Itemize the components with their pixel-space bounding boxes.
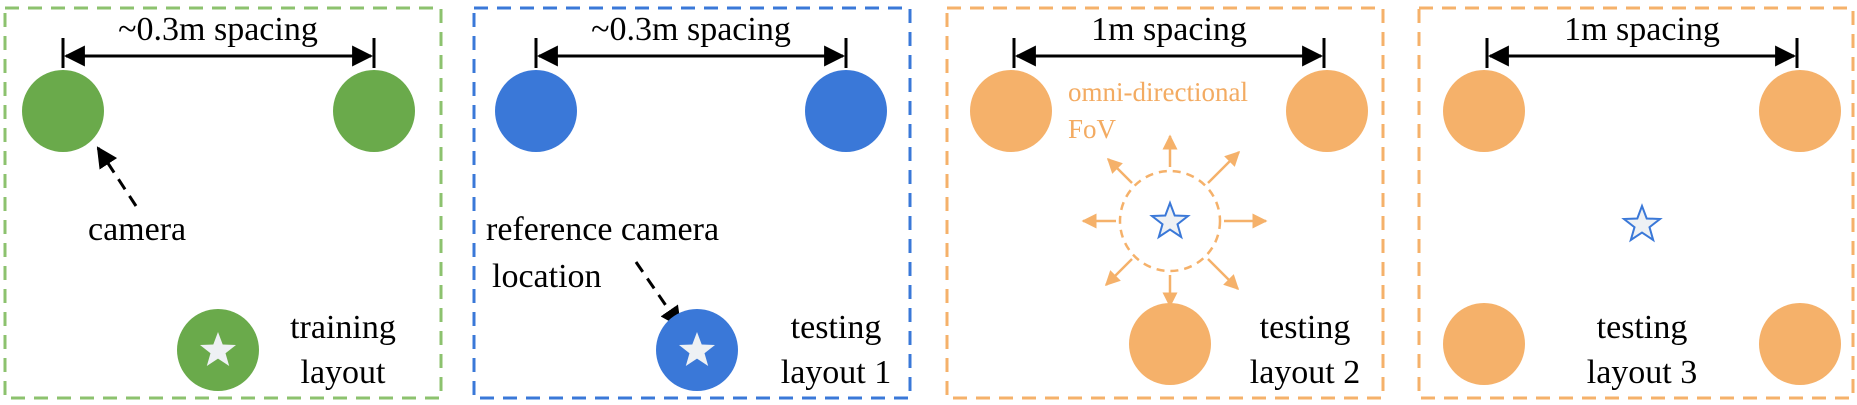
spacing-label: ~0.3m spacing xyxy=(591,11,791,48)
omni-fov-indicator xyxy=(1081,134,1268,308)
camera-label: camera xyxy=(88,211,186,248)
camera-bottom xyxy=(1129,303,1211,385)
reference-label-line2: location xyxy=(492,258,602,295)
star-icon xyxy=(1621,203,1663,243)
layout-label-line1: testing xyxy=(791,309,882,346)
camera-top-right xyxy=(1759,70,1841,152)
star-icon xyxy=(1149,200,1191,240)
camera-bottom-right xyxy=(1759,303,1841,385)
camera-right xyxy=(805,70,887,152)
layout-label-line2: layout 2 xyxy=(1250,354,1360,391)
panel-testing-layout-2: 1m spacing omni-directional FoV testing … xyxy=(945,6,1385,400)
layout-label-line2: layout 3 xyxy=(1587,354,1697,391)
star-icon xyxy=(200,332,236,366)
spacing-label: 1m spacing xyxy=(1564,11,1720,48)
spacing-label: ~0.3m spacing xyxy=(118,11,318,48)
camera-left xyxy=(495,70,577,152)
reference-label-line1: reference camera xyxy=(486,211,719,248)
panel-testing-layout-1: ~0.3m spacing reference camera location … xyxy=(472,6,912,400)
spacing-label: 1m spacing xyxy=(1091,11,1247,48)
fov-label-line2: FoV xyxy=(1068,114,1117,144)
star-icon xyxy=(679,332,715,366)
camera-pointer-arrow xyxy=(96,146,138,207)
panel-training: ~0.3m spacing camera training layout xyxy=(3,6,443,400)
panel-testing-layout-3: 1m spacing testing layout 3 xyxy=(1417,6,1855,400)
camera-bottom-left xyxy=(1443,303,1525,385)
fov-label-line1: omni-directional xyxy=(1068,77,1248,107)
fov-ray-up-right xyxy=(1207,150,1241,184)
camera-left xyxy=(970,70,1052,152)
layout-label-line1: testing xyxy=(1260,309,1351,346)
layout-label-line1: training xyxy=(290,309,396,346)
camera-right xyxy=(1286,70,1368,152)
panel-border xyxy=(3,6,443,400)
camera-left xyxy=(22,70,104,152)
camera-right xyxy=(333,70,415,152)
camera-top-left xyxy=(1443,70,1525,152)
panel-border xyxy=(1417,6,1855,400)
fov-circle xyxy=(1118,169,1222,273)
layout-label-line2: layout 1 xyxy=(781,354,891,391)
panel-border xyxy=(472,6,912,400)
layout-label-line1: testing xyxy=(1597,309,1688,346)
fov-ray-up-left xyxy=(1106,157,1133,184)
reference-pointer-arrow xyxy=(634,261,682,328)
fov-ray-down-right xyxy=(1207,258,1240,291)
layout-label-line2: layout xyxy=(301,354,387,391)
panel-border xyxy=(945,6,1385,400)
fov-ray-down-left xyxy=(1104,258,1133,287)
